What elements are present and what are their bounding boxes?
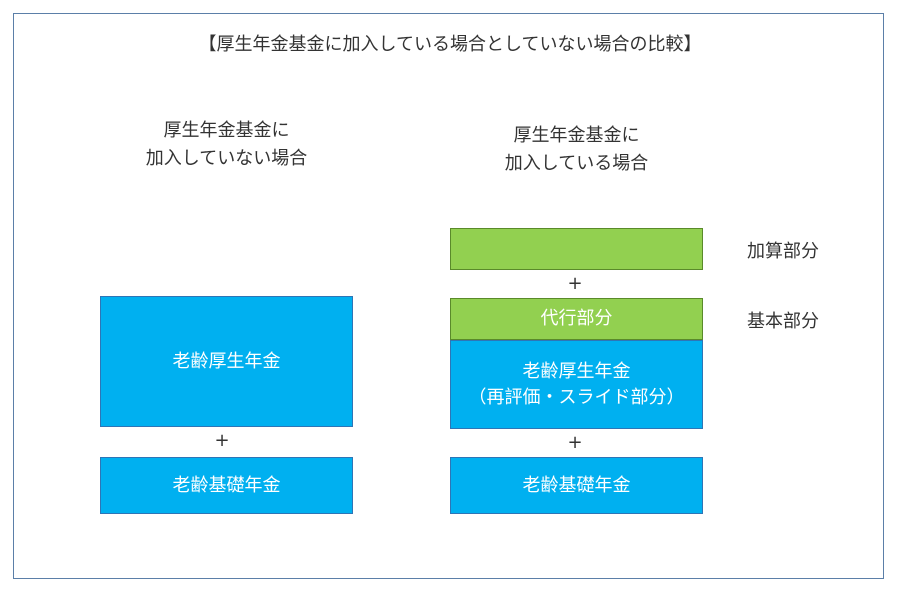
revaluation-slide-portion-label: （再評価・スライド部分） xyxy=(468,386,685,408)
right-old-age-employees-pension-label: 老齢厚生年金 xyxy=(522,360,631,382)
left-heading: 厚生年金基金に 加入していない場合 xyxy=(100,117,353,173)
left-plus: + xyxy=(214,430,230,451)
agency-portion-box: 代行部分 xyxy=(450,298,703,340)
left-old-age-employees-pension-label: 老齢厚生年金 xyxy=(172,350,281,372)
right-heading-line-1: 厚生年金基金に xyxy=(513,125,640,146)
left-heading-line-2: 加入していない場合 xyxy=(145,148,308,169)
diagram-title: 【厚生年金基金に加入している場合としていない場合の比較】 xyxy=(198,34,702,55)
left-old-age-employees-pension-box: 老齢厚生年金 xyxy=(100,296,353,427)
left-old-age-basic-pension-box: 老齢基礎年金 xyxy=(100,457,353,514)
addition-portion-side-label: 加算部分 xyxy=(747,241,819,262)
left-old-age-basic-pension-label: 老齢基礎年金 xyxy=(172,474,281,496)
right-heading: 厚生年金基金に 加入している場合 xyxy=(450,122,703,178)
right-plus-bottom: + xyxy=(567,432,583,453)
addition-portion-box xyxy=(450,228,703,270)
right-heading-line-2: 加入している場合 xyxy=(504,153,649,174)
diagram-frame xyxy=(13,13,884,579)
right-plus-top: + xyxy=(567,273,583,294)
right-old-age-basic-pension-label: 老齢基礎年金 xyxy=(522,474,631,496)
basic-portion-side-label: 基本部分 xyxy=(747,311,819,332)
right-old-age-basic-pension-box: 老齢基礎年金 xyxy=(450,457,703,514)
agency-portion-label: 代行部分 xyxy=(540,308,613,329)
right-old-age-employees-pension-box: 老齢厚生年金 （再評価・スライド部分） xyxy=(450,340,703,429)
left-heading-line-1: 厚生年金基金に xyxy=(163,120,290,141)
